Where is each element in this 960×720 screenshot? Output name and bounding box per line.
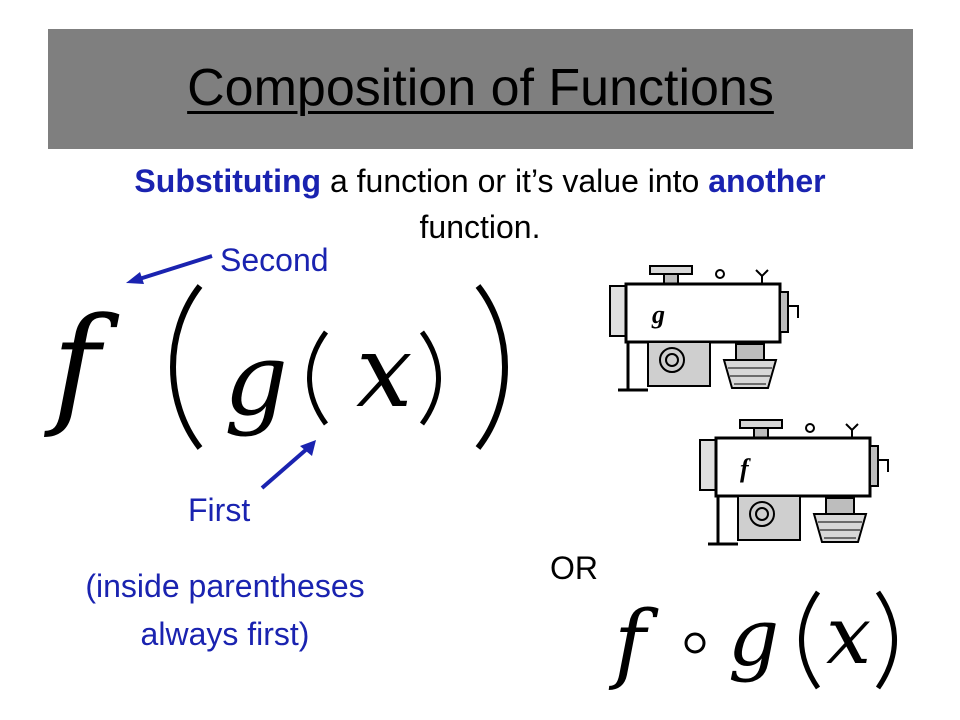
formula-alt-g: g (728, 591, 780, 684)
definition-text: Substituting a function or it’s value in… (40, 158, 920, 250)
formula-main-open-paren-inner (307, 330, 329, 426)
definition-keyword-another: another (708, 163, 826, 199)
label-note-line1: (inside parentheses (85, 568, 365, 604)
formula-alt-x: x (826, 589, 872, 682)
function-machine-f-label: f (740, 454, 749, 483)
formula-main-x: x (356, 313, 413, 430)
function-machine-g-label: g (652, 300, 665, 329)
compose-operator-icon (684, 632, 706, 654)
formula-alt-open-paren (799, 590, 821, 690)
arrow-first-icon (260, 440, 316, 490)
definition-middle: a function or it’s value into (321, 163, 709, 199)
formula-main-close-paren-outer (475, 284, 508, 450)
formula-main-g: g (224, 321, 289, 438)
title-bar: Composition of Functions (48, 29, 913, 149)
label-note-line2: always first) (140, 616, 310, 652)
definition-line2: function. (419, 209, 541, 245)
label-first: First (188, 492, 251, 528)
arrow-second-icon (126, 254, 213, 284)
formula-main-close-paren-inner (419, 330, 441, 426)
formula-main-open-paren-outer (170, 284, 203, 450)
label-note: (inside parentheses always first) (0, 562, 450, 658)
label-or: OR (550, 550, 598, 586)
definition-keyword-substituting: Substituting (134, 163, 322, 199)
function-machine-f-icon: f (698, 418, 898, 554)
slide-title: Composition of Functions (187, 59, 774, 117)
formula-alt-close-paren (875, 590, 897, 690)
function-machine-g-icon: g (608, 264, 808, 400)
formula-main-f: f (52, 289, 101, 441)
label-second: Second (220, 242, 329, 278)
formula-alt-f: f (614, 593, 646, 693)
